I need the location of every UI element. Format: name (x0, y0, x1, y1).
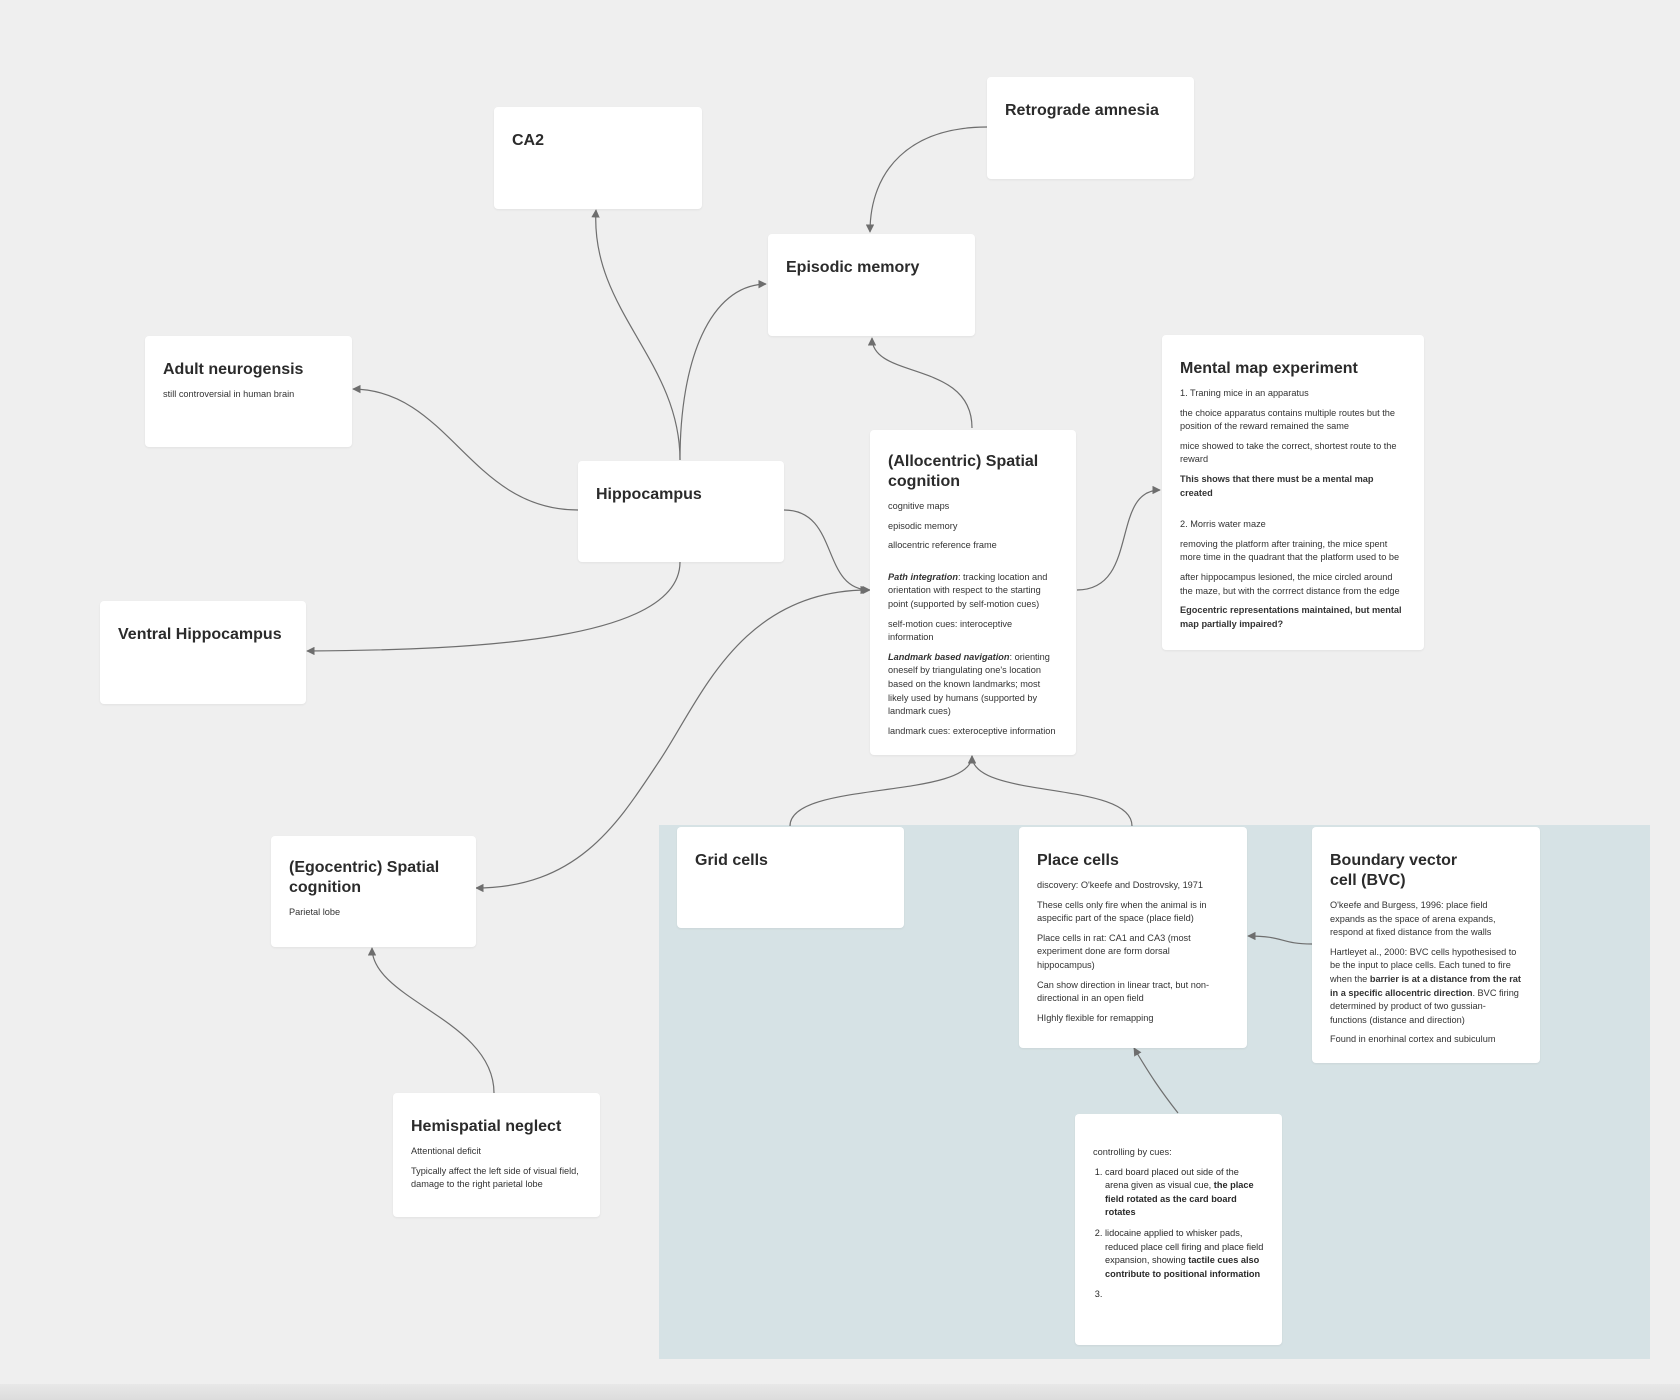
edge-allocentric-to-mental-map (1076, 485, 1161, 591)
cue-text-bold: tactile cues also contribute to position… (1105, 1255, 1261, 1279)
node-title: Boundary vector cell (BVC) (1330, 852, 1458, 889)
node-line: Attentional deficit (411, 1146, 481, 1156)
node-title: (Allocentric) Spatial cognition (888, 453, 1039, 490)
node-place-cells[interactable]: Place cells discovery: O'keefe and Dostr… (1019, 827, 1247, 1048)
edge-hemispatial-to-egocentric (367, 947, 495, 1094)
node-hippocampus[interactable]: Hippocampus (578, 461, 784, 562)
list-item: 2. Morris water maze (1180, 519, 1266, 530)
list-item: lidocaine applied to whisker pads, reduc… (1105, 1227, 1264, 1281)
node-grid-cells[interactable]: Grid cells (677, 827, 904, 928)
node-title: Grid cells (695, 852, 768, 869)
self-motion-text: self-motion cues: interoceptive informat… (888, 618, 1013, 643)
node-line: Typically affect the left side of visual… (411, 1165, 579, 1190)
node-line: Hartleyet al., 2000: BVC cells hypothesi… (1330, 946, 1522, 1028)
edge-retrograde-to-episodic (865, 126, 988, 233)
node-egocentric-spatial-cognition[interactable]: (Egocentric) Spatial cognition Parietal … (271, 836, 476, 947)
node-line: Found in enorhinal cortex and subiculum (1330, 1034, 1496, 1045)
cues-list: card board placed out side of the arena … (1093, 1166, 1264, 1302)
node-title: Retrograde amnesia (1005, 102, 1159, 119)
edge-place-to-allocentric (967, 755, 1133, 827)
node-line: cognitive maps (888, 501, 950, 511)
path-integration-desc: : tracking location and orientation with… (888, 571, 1048, 609)
node-line: discovery: O'keefe and Dostrovsky, 1971 (1037, 880, 1204, 890)
node-note: still controversial in human brain (163, 389, 295, 399)
node-line: allocentric reference frame (888, 540, 997, 551)
node-line: HIghly flexible for remapping (1037, 1012, 1154, 1023)
landmark-navigation-label: Landmark based navigation (888, 651, 1010, 662)
edge-grid-to-allocentric (789, 755, 977, 827)
node-line: removing the platform after training, th… (1180, 538, 1400, 563)
node-line: mice showed to take the correct, shortes… (1180, 440, 1397, 465)
node-line: This shows that there must be a mental m… (1180, 473, 1406, 500)
node-hemispatial-neglect[interactable]: Hemispatial neglect Attentional deficit … (393, 1093, 600, 1217)
bvc-text-a: Hartleyet al., 2000: BVC cells hypothesi… (1330, 946, 1517, 984)
landmark-cues-text: landmark cues: exteroceptive information (888, 725, 1056, 736)
path-integration-text: Path integration: tracking location and … (888, 571, 1058, 612)
node-controlling-by-cues[interactable]: controlling by cues: card board placed o… (1075, 1114, 1282, 1345)
cue-text-bold: the place field rotated as the card boar… (1105, 1180, 1254, 1218)
edge-hippocampus-to-ventral (306, 561, 681, 656)
list-item (1105, 1288, 1264, 1302)
node-title: Ventral Hippocampus (118, 626, 282, 643)
path-integration-label: Path integration (888, 571, 958, 582)
node-retrograde-amnesia[interactable]: Retrograde amnesia (987, 77, 1194, 179)
edge-hippocampus-to-allocentric (783, 509, 871, 595)
node-episodic-memory[interactable]: Episodic memory (768, 234, 975, 336)
node-title: Mental map experiment (1180, 360, 1358, 377)
bvc-text-c: . BVC firing determined by product of tw… (1330, 987, 1519, 1025)
bold-conclusion: Egocentric representations maintained, b… (1180, 605, 1402, 629)
landmark-navigation-text: Landmark based navigation: orienting one… (888, 651, 1058, 719)
node-line: Can show direction in linear tract, but … (1037, 979, 1210, 1004)
cue-text: card board placed out side of the arena … (1105, 1166, 1239, 1191)
node-line: These cells only fire when the animal is… (1037, 899, 1207, 924)
bottom-bar (0, 1384, 1680, 1400)
cue-text: lidocaine applied to whisker pads, reduc… (1105, 1227, 1264, 1266)
edge-allocentric-to-episodic (867, 337, 973, 429)
node-boundary-vector-cell[interactable]: Boundary vector cell (BVC) O'keefe and B… (1312, 827, 1540, 1063)
node-title: Episodic memory (786, 259, 920, 276)
node-allocentric-spatial-cognition[interactable]: (Allocentric) Spatial cognition cognitiv… (870, 430, 1076, 755)
edge-hippocampus-to-adult-neuro (352, 384, 579, 511)
node-mental-map-experiment[interactable]: Mental map experiment 1. Traning mice in… (1162, 335, 1424, 650)
node-ventral-hippocampus[interactable]: Ventral Hippocampus (100, 601, 306, 704)
node-title: Adult neurogensis (163, 361, 304, 378)
edge-hippocampus-to-episodic (679, 279, 767, 461)
node-line: the choice apparatus contains multiple r… (1180, 407, 1396, 432)
node-line: controlling by cues: (1093, 1147, 1172, 1157)
edge-hippocampus-to-ca2 (591, 209, 681, 461)
node-title: (Egocentric) Spatial cognition (289, 859, 440, 896)
landmark-navigation-desc: : orienting oneself by triangulating one… (888, 651, 1050, 717)
node-line: Place cells in rat: CA1 and CA3 (most ex… (1037, 932, 1191, 970)
node-line: O'keefe and Burgess, 1996: place field e… (1330, 900, 1496, 938)
node-title: Place cells (1037, 852, 1119, 869)
node-note: Parietal lobe (289, 907, 341, 917)
list-item: 1. Traning mice in an apparatus (1180, 388, 1309, 398)
bold-conclusion: This shows that there must be a mental m… (1180, 473, 1374, 498)
node-line: after hippocampus lesioned, the mice cir… (1180, 571, 1400, 596)
node-line: episodic memory (888, 520, 958, 531)
node-title: CA2 (512, 132, 545, 149)
bvc-text-bold: barrier is at a distance from the rat in… (1330, 973, 1521, 998)
node-ca2[interactable]: CA2 (494, 107, 702, 209)
node-adult-neurogenesis[interactable]: Adult neurogensis still controversial in… (145, 336, 352, 447)
node-title: Hippocampus (596, 486, 702, 503)
node-title: Hemispatial neglect (411, 1118, 562, 1135)
list-item: card board placed out side of the arena … (1105, 1166, 1264, 1220)
node-line: Egocentric representations maintained, b… (1180, 604, 1406, 631)
